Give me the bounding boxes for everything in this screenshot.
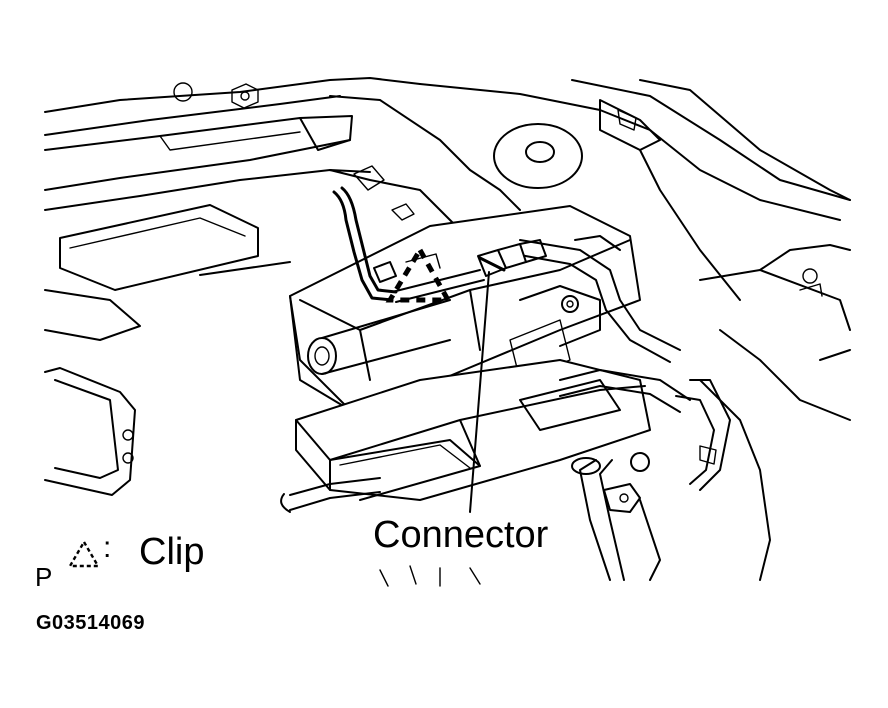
legend-clip-label: Clip [139,531,205,573]
corner-mark: P [35,562,53,592]
right-body-panel [599,79,851,581]
wire-harness [280,239,731,587]
figure-code: G03514069 [36,612,146,634]
clip-marker [385,245,453,303]
legend-separator: : [103,531,112,564]
dashed-triangle-clip-icon [67,539,101,568]
connector-callout-label: Connector [373,514,549,556]
left-bracket [44,367,136,496]
connector-part [477,239,547,277]
connector-leader-line [469,271,490,513]
sensor-module-upper [289,205,641,411]
sensor-lead-wire [332,186,485,303]
center-panel [329,79,851,231]
upper-body-panel [44,77,421,341]
